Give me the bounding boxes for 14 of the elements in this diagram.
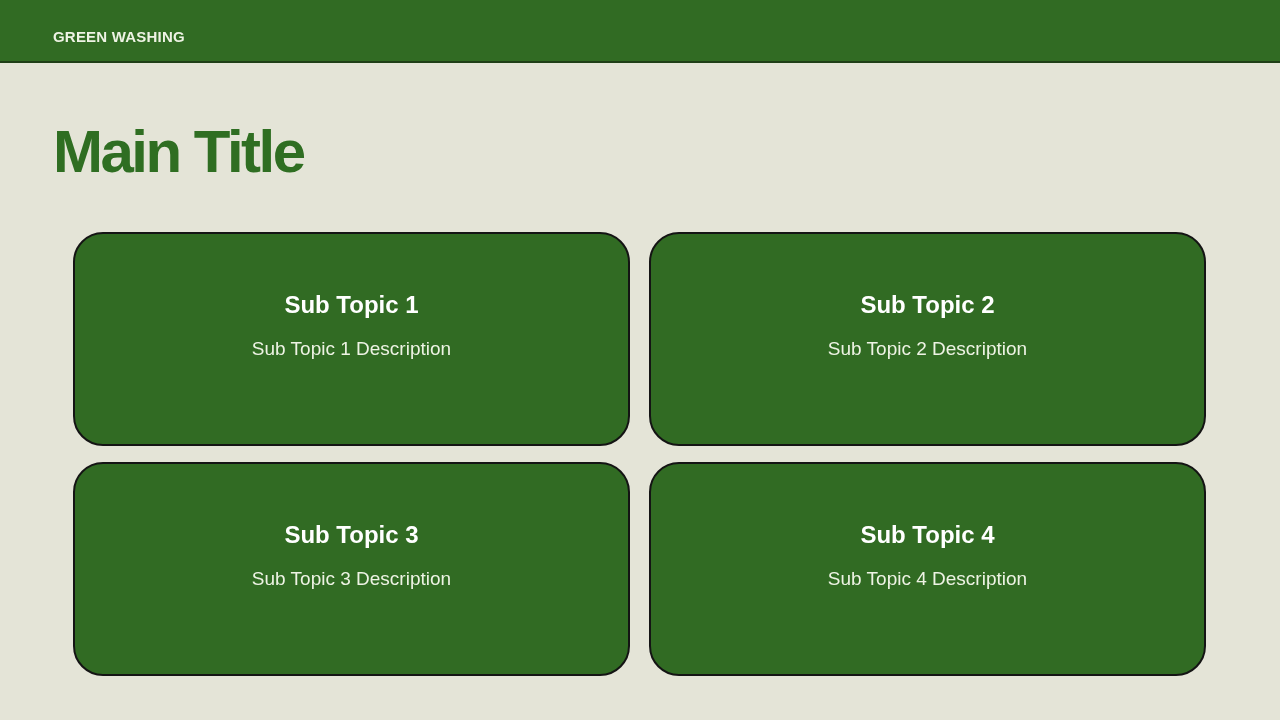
header-label: GREEN WASHING (53, 28, 185, 45)
card-heading: Sub Topic 2 (860, 290, 995, 320)
topic-card (649, 232, 1206, 446)
card-description: Sub Topic 1 Description (251, 337, 452, 361)
card-heading: Sub Topic 1 (284, 290, 419, 320)
card-description: Sub Topic 4 Description (827, 567, 1028, 591)
slide-title: Main Title (53, 117, 304, 187)
topic-card (73, 232, 630, 446)
topic-card (73, 462, 630, 676)
card-description: Sub Topic 3 Description (251, 567, 452, 591)
card-heading: Sub Topic 3 (284, 520, 419, 550)
card-heading: Sub Topic 4 (860, 520, 995, 550)
card-description: Sub Topic 2 Description (827, 337, 1028, 361)
topic-card (649, 462, 1206, 676)
